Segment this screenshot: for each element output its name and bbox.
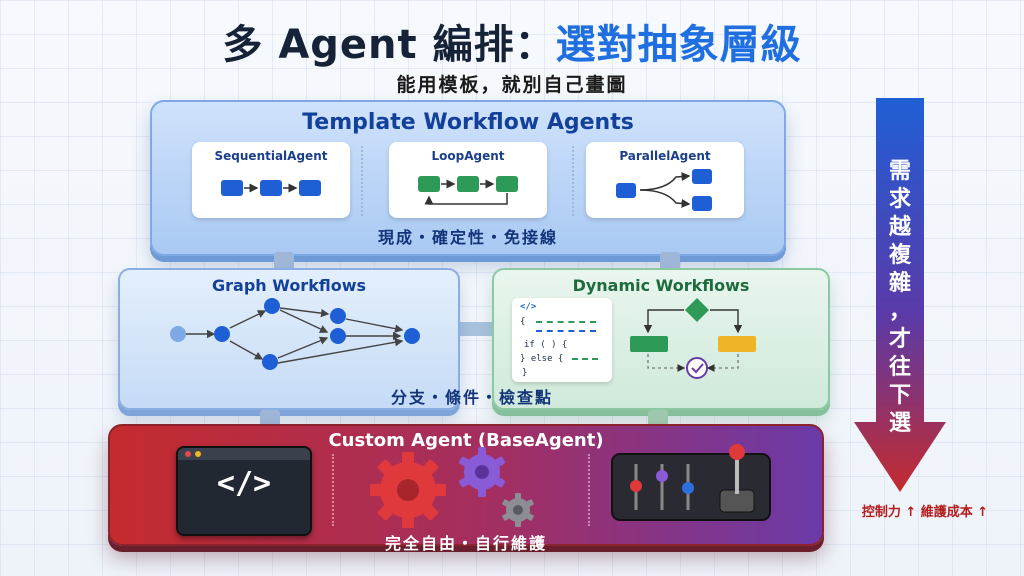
arrow-char: 需 (888, 159, 911, 184)
arrow-char: 選 (888, 411, 911, 436)
connector (274, 252, 294, 270)
custom-agent-title: Custom Agent (BaseAgent) (328, 430, 604, 451)
arrow-char: 越 (888, 215, 911, 240)
arrow-char: 往 (888, 355, 911, 380)
loop-agent-label: LoopAgent (431, 149, 505, 163)
code-placeholder (572, 358, 598, 360)
complexity-arrow-icon (854, 98, 946, 492)
sequential-flow-icon (221, 180, 321, 196)
complexity-arrow-text: 需 求 越 複 雜 ， 才 往 下 選 (878, 158, 922, 438)
page-title: 多 Agent 編排：選對抽象層級 (0, 12, 1024, 70)
template-layer-caption: 現成・確定性・免接線 (377, 228, 558, 247)
code-placeholder (536, 330, 596, 332)
custom-agent-layer: Custom Agent (BaseAgent) </> (108, 424, 824, 553)
connector (456, 322, 496, 336)
dynamic-workflows-panel: Dynamic Workflows </> { if ( ) { } else … (492, 268, 830, 410)
decision-flow-icon (630, 298, 756, 379)
loop-agent-card: LoopAgent (389, 142, 547, 218)
gears-icon (370, 447, 534, 528)
dynamic-workflows-title: Dynamic Workflows (572, 276, 750, 295)
section-divider (332, 454, 334, 526)
code-snippet-card: </> { if ( ) { } else { } (512, 298, 612, 382)
window-dot (195, 451, 201, 457)
graph-dynamic-caption: 分支・條件・檢查點 (390, 388, 553, 407)
control-panel-icon (611, 444, 771, 521)
arrow-char: 才 (888, 327, 911, 352)
card-divider (361, 146, 363, 216)
arrow-char: 雜 (888, 271, 911, 296)
parallel-flow-icon (616, 169, 712, 211)
page-subtitle: 能用模板，就別自己畫圖 (396, 74, 628, 96)
template-workflow-layer: Template Workflow Agents SequentialAgent… (150, 100, 786, 256)
window-titlebar (178, 448, 310, 460)
control-cost-note: 控制力 ↑ 維護成本 ↑ (861, 505, 989, 520)
connector (260, 410, 280, 428)
code-line: if ( ) { (524, 340, 568, 350)
title-main: 多 Agent 編排： (222, 22, 556, 68)
sequential-agent-label: SequentialAgent (214, 149, 328, 163)
parallel-agent-card: ParallelAgent (586, 142, 744, 218)
arrow-char: 求 (888, 187, 911, 212)
code-placeholder (536, 321, 596, 323)
arrow-char: ， (888, 299, 911, 324)
title-highlight: 選對抽象層級 (555, 22, 802, 68)
card-divider (572, 146, 574, 216)
graph-workflows-title: Graph Workflows (212, 276, 366, 295)
parallel-agent-label: ParallelAgent (619, 149, 711, 163)
arrow-char: 下 (888, 383, 911, 408)
window-dot (185, 451, 191, 457)
template-layer-title: Template Workflow Agents (302, 110, 634, 135)
graph-workflows-panel: Graph Workflows (118, 268, 460, 410)
connector (648, 410, 668, 428)
graph-network-icon (170, 298, 420, 370)
code-brackets-icon: </> (216, 466, 272, 501)
custom-agent-caption: 完全自由・自行維護 (384, 534, 547, 553)
code-tag-icon: </> (520, 302, 537, 312)
sequential-agent-card: SequentialAgent (192, 142, 350, 218)
arrow-char: 複 (888, 243, 911, 268)
code-line: { (520, 317, 526, 327)
code-line: } else { (520, 354, 564, 364)
loop-flow-icon (418, 176, 518, 205)
section-divider (588, 454, 590, 526)
connector (660, 252, 680, 270)
code-line: } (522, 368, 528, 378)
graph-dynamic-layer: Graph Workflows Dynamic Work (118, 268, 830, 410)
code-window-icon: </> (176, 446, 312, 536)
